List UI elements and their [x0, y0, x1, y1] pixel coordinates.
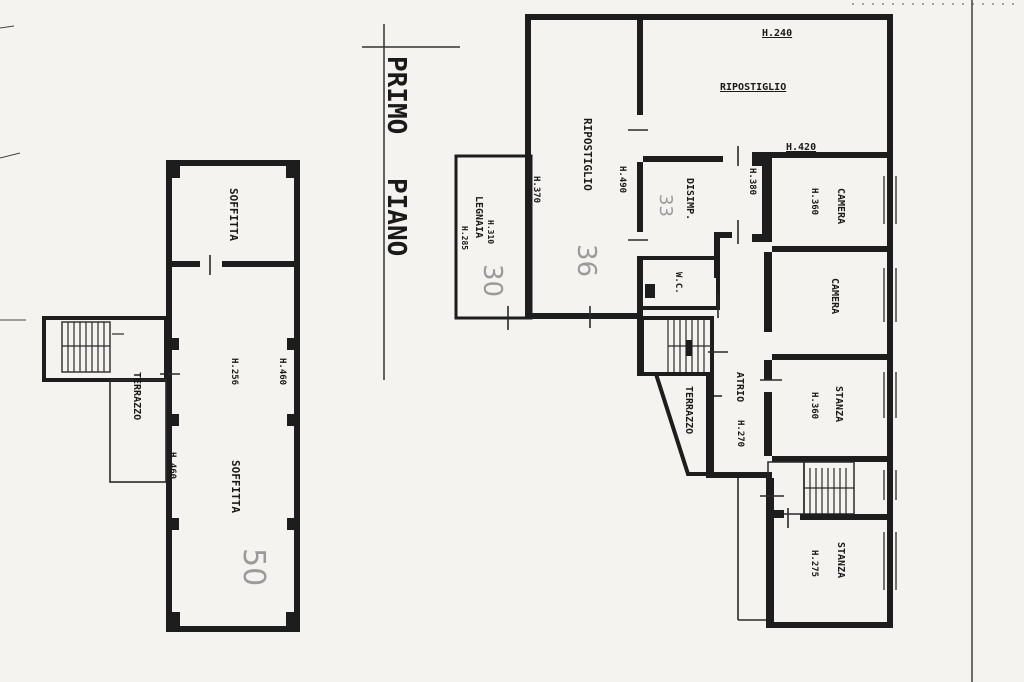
label-ripostiglio-top: RIPOSTIGLIO — [720, 82, 786, 93]
label-soffitta-top: SOFFITTA — [227, 188, 240, 241]
label-h270: H.270 — [735, 420, 745, 447]
label-h310: H.310 — [486, 220, 495, 244]
label-h256: H.256 — [229, 358, 239, 385]
label-disimp: DISIMP. — [684, 178, 695, 220]
label-atrio: ATRIO — [734, 372, 745, 402]
label-h380: H.380 — [747, 168, 757, 195]
label-legnaia: LEGNAIA — [473, 196, 484, 238]
label-stanza-1: STANZA — [833, 386, 844, 422]
labels: PRIMO PIANO SOFFITTA TERRAZZO H.460 H.25… — [131, 28, 846, 586]
handwritten-36: 36 — [571, 244, 601, 277]
label-wc: W.C. — [673, 272, 683, 294]
handwritten-30: 30 — [477, 264, 507, 297]
left-block — [42, 160, 300, 632]
label-h275: H.275 — [809, 550, 819, 577]
label-h490: H.490 — [617, 166, 627, 193]
label-h420: H.420 — [786, 142, 816, 153]
title-primo: PRIMO — [381, 56, 411, 134]
title-piano: PIANO — [381, 178, 411, 256]
edge-mark — [0, 25, 15, 29]
label-soffitta-main: SOFFITTA — [229, 460, 242, 513]
handwritten-50: 50 — [236, 548, 271, 586]
label-camera-1: CAMERA — [835, 188, 846, 224]
label-h460-b: H.460 — [167, 452, 177, 479]
label-stanza-2: STANZA — [835, 542, 846, 578]
label-h370: H.370 — [531, 176, 541, 203]
label-h360-b: H.360 — [809, 392, 819, 419]
right-block — [454, 14, 897, 628]
label-ripostiglio-left: RIPOSTIGLIO — [581, 118, 594, 191]
label-terrazzo-right: TERRAZZO — [683, 386, 694, 434]
label-h460-a: H.460 — [277, 358, 287, 385]
edge-mark — [0, 152, 21, 159]
label-h240: H.240 — [762, 28, 792, 39]
label-h285: H.285 — [460, 226, 469, 250]
handwritten-33: 33 — [655, 194, 676, 217]
label-camera-2: CAMERA — [829, 278, 840, 314]
label-h360: H.360 — [809, 188, 819, 215]
label-terrazzo-left: TERRAZZO — [131, 372, 142, 420]
